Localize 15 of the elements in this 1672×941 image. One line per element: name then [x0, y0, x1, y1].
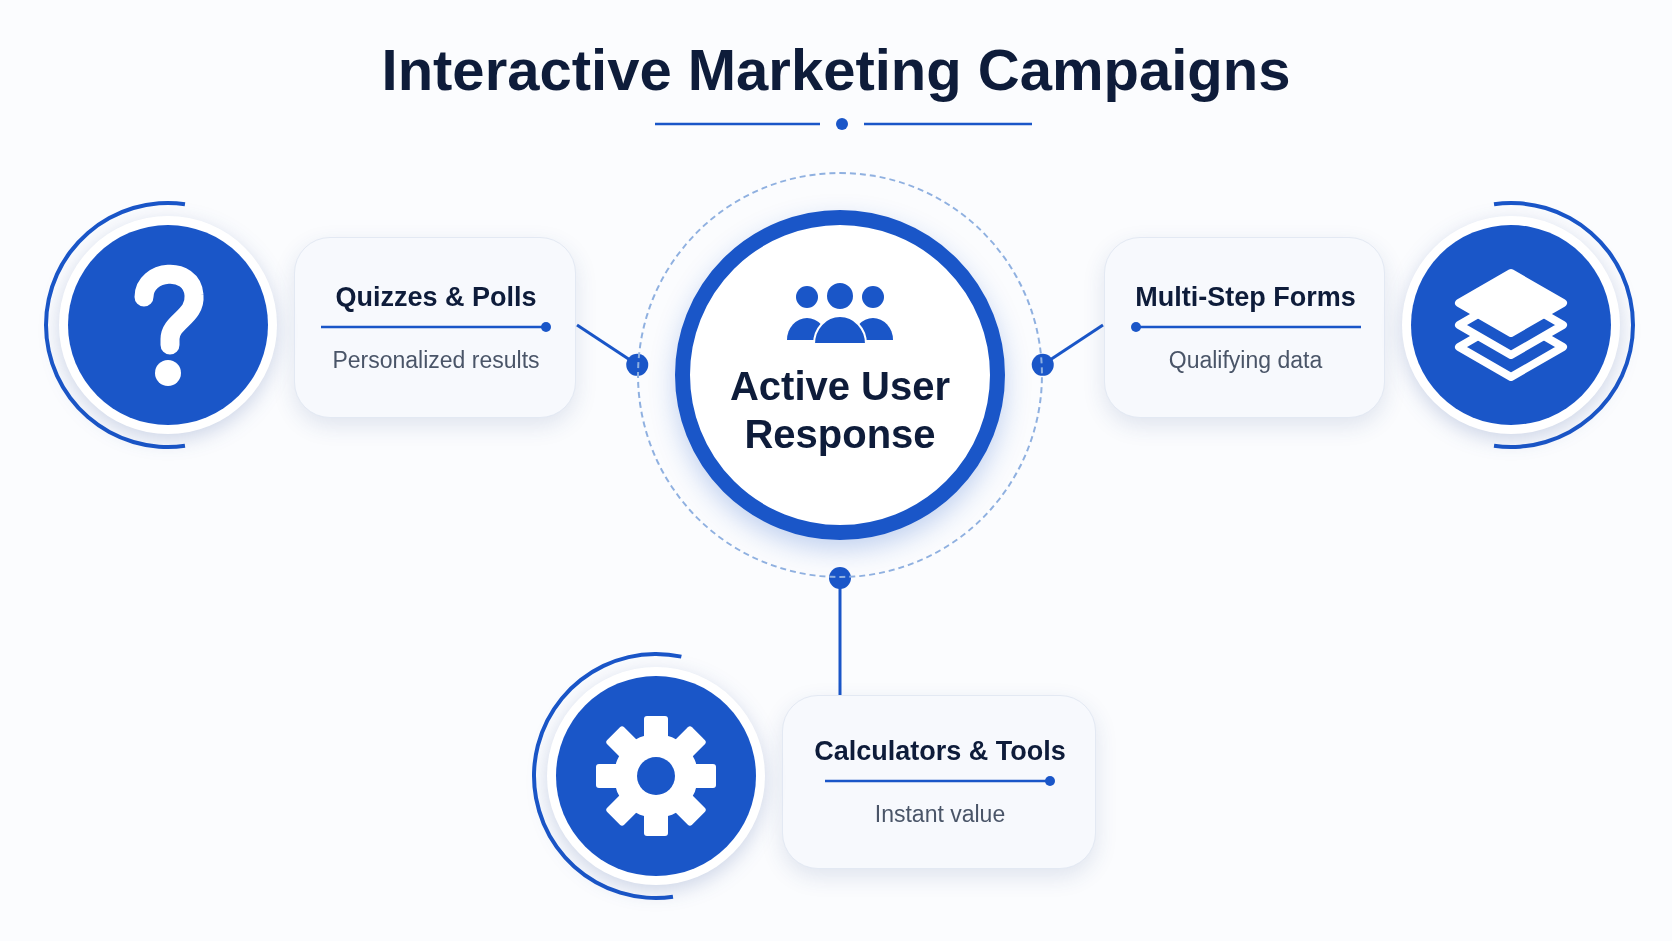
card-description: Personalized results — [332, 346, 540, 374]
feature-card — [294, 237, 576, 418]
connector-line — [576, 323, 649, 376]
title: Interactive Marketing Campaigns — [380, 36, 1292, 103]
feature-card — [782, 695, 1096, 869]
connector-line — [829, 567, 851, 695]
card-heading: Calculators & Tools — [814, 736, 1066, 767]
center-label: Active User Response — [728, 363, 952, 458]
connector-line — [1031, 323, 1104, 376]
card-heading: Quizzes & Polls — [335, 281, 537, 313]
card-description: Qualifying data — [1168, 346, 1323, 374]
card-description: Instant value — [874, 801, 1006, 828]
dashed-circle — [637, 172, 1043, 578]
feature-card — [1104, 237, 1385, 418]
card-heading: Multi-Step Forms — [1135, 281, 1356, 313]
